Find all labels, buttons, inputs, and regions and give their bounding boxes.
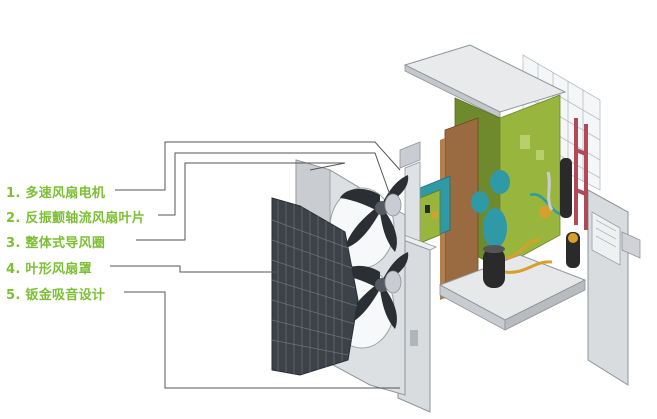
fan-motors <box>384 193 402 294</box>
control-box <box>399 141 451 257</box>
leader-lines <box>110 141 401 389</box>
leader-line-1 <box>115 141 401 191</box>
compressor-assembly <box>471 158 580 288</box>
front-panel <box>397 234 437 413</box>
leader-line-2 <box>158 152 391 216</box>
label-fan-blade: 2. 反振颤轴流风扇叶片 <box>6 211 146 226</box>
leader-line-5 <box>124 291 400 389</box>
refrigerant-pipe <box>574 118 588 230</box>
fan-grille <box>271 197 359 376</box>
leader-line-3 <box>136 162 346 241</box>
label-fan-motor: 1. 多速风扇电机 <box>6 186 106 201</box>
leader-line-4 <box>110 265 278 273</box>
label-sheet-metal: 5. 钣金吸音设计 <box>6 288 106 303</box>
label-fan-cover: 4. 叶形风扇罩 <box>6 262 92 277</box>
right-side-panel <box>587 189 641 386</box>
top-cover <box>403 44 567 119</box>
label-air-guide-ring: 3. 整体式导风圈 <box>6 236 106 251</box>
